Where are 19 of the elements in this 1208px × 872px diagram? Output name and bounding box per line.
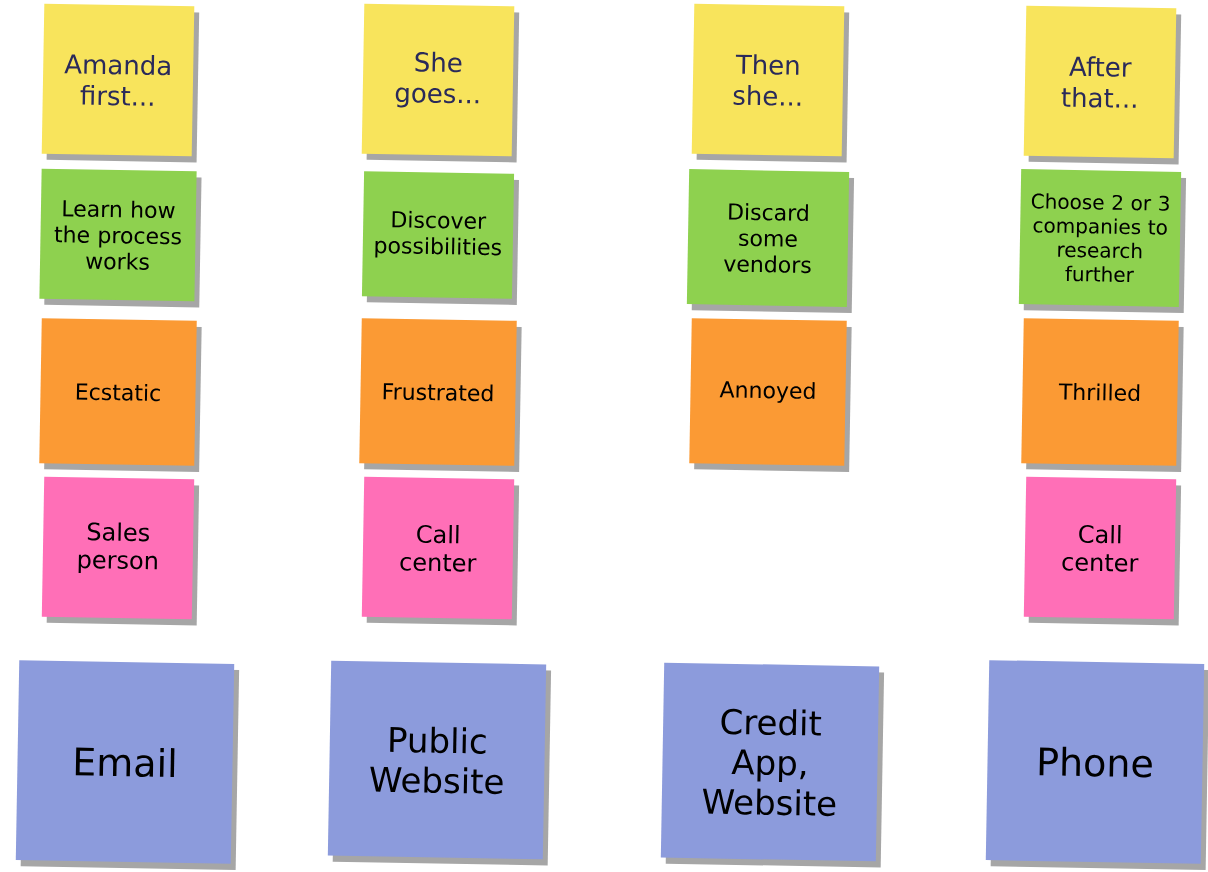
sticky-note: She goes...: [361, 3, 520, 163]
sticky-note: Phone: [985, 660, 1208, 870]
sticky-note: After that...: [1023, 5, 1182, 165]
sticky-note: Public Website: [327, 660, 552, 866]
sticky-note: Sales person: [41, 476, 200, 626]
sticky-note: Call center: [1023, 476, 1182, 626]
sticky-note: Credit App, Website: [660, 662, 885, 868]
sticky-note: Annoyed: [689, 318, 852, 472]
sticky-note: Call center: [361, 476, 520, 626]
sticky-note: Learn how the process works: [39, 168, 202, 308]
sticky-note: Frustrated: [359, 318, 522, 472]
sticky-note: Thrilled: [1021, 318, 1184, 472]
sticky-note: Ecstatic: [39, 318, 202, 472]
sticky-note: Discard some vendors: [686, 169, 855, 313]
sticky-note: Discover possibilities: [361, 171, 519, 305]
sticky-note: Choose 2 or 3 companies to research further: [1018, 169, 1187, 313]
sticky-note: Then she...: [691, 3, 850, 163]
sticky-note: Amanda first...: [41, 3, 200, 163]
sticky-note: Email: [15, 660, 240, 870]
